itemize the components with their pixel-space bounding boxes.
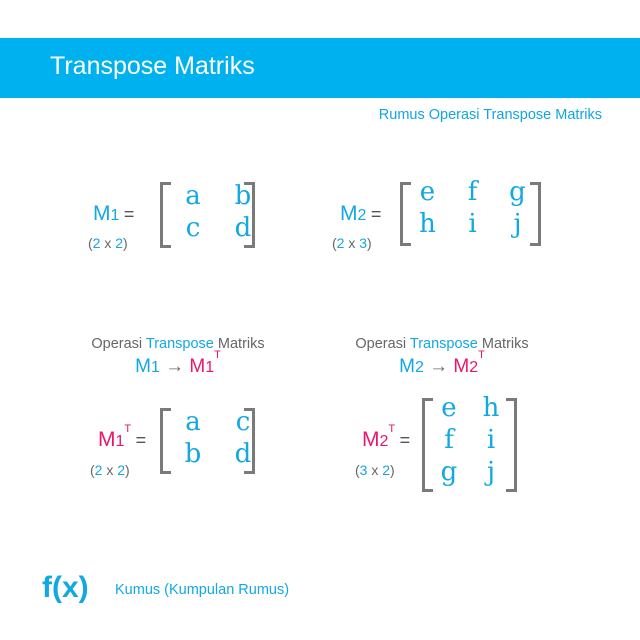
m2-label: M2 = — [340, 202, 382, 225]
m2-right-bracket — [530, 182, 541, 246]
m1-right-bracket — [244, 182, 255, 248]
page-title: Transpose Matriks — [50, 52, 255, 80]
title-banner: Transpose Matriks — [0, 38, 640, 98]
fx-logo-icon: f(x) — [42, 571, 89, 604]
m1t-label: M1T = — [98, 423, 147, 451]
m1t-left-bracket — [160, 408, 171, 474]
op1-caption: Operasi Transpose Matriks — [91, 336, 265, 352]
m2t-left-bracket — [422, 398, 433, 492]
m2-left-bracket — [400, 182, 411, 246]
m1t-right-bracket — [244, 408, 255, 474]
footer-text: Kumus (Kumpulan Rumus) — [115, 582, 290, 598]
op2-formula: M2 → M2T — [399, 349, 485, 377]
m2t-right-bracket — [506, 398, 517, 492]
m1-dimension: (2 x 2) — [88, 235, 128, 251]
m2t-dimension: (3 x 2) — [355, 462, 395, 478]
m2t-label: M2T = — [362, 423, 411, 451]
subtitle: Rumus Operasi Transpose Matriks — [378, 107, 602, 123]
m2-dimension: (2 x 3) — [332, 235, 372, 251]
m1t-dimension: (2 x 2) — [90, 462, 130, 478]
op2-caption: Operasi Transpose Matriks — [355, 336, 529, 352]
m1-left-bracket — [160, 182, 171, 248]
op1-formula: M1 → M1T — [135, 349, 221, 377]
m1-label: M1 = — [93, 202, 135, 225]
